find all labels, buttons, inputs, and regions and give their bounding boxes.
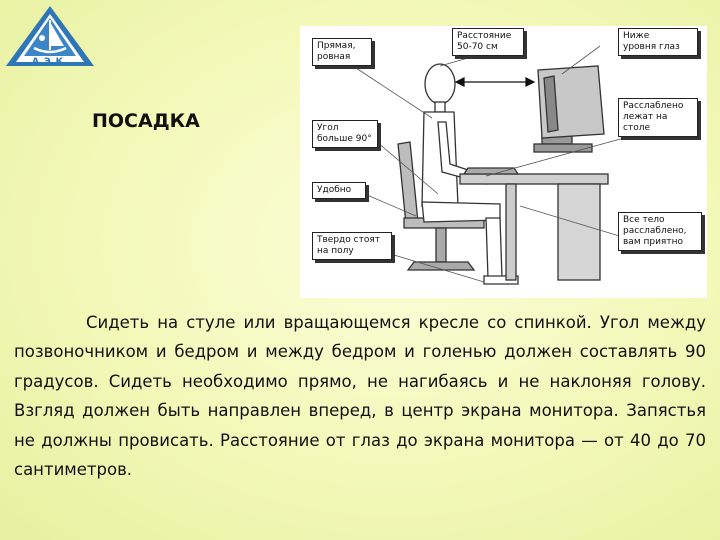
posture-diagram: Прямая, ровная Расстояние 50-70 см Ниже …: [300, 26, 707, 298]
logo-text: АЭК: [32, 57, 68, 67]
body-paragraph: Сидеть на стуле или вращающемся кресле с…: [14, 308, 706, 484]
label-comfortable: Удобно: [312, 182, 366, 199]
label-eye-distance: Расстояние 50-70 см: [452, 28, 524, 56]
label-relaxed: Все тело расслаблено, вам приятно: [618, 212, 702, 251]
label-feet: Твердо стоят на полу: [312, 232, 392, 260]
page-title: ПОСАДКА: [92, 110, 200, 132]
label-angle: Угол больше 90°: [312, 120, 378, 148]
label-straight-back: Прямая, ровная: [312, 38, 372, 66]
company-logo: АЭК: [4, 4, 96, 70]
label-wrists: Расслаблено лежат на столе: [618, 98, 698, 137]
label-below-eye-level: Ниже уровня глаз: [618, 28, 698, 56]
